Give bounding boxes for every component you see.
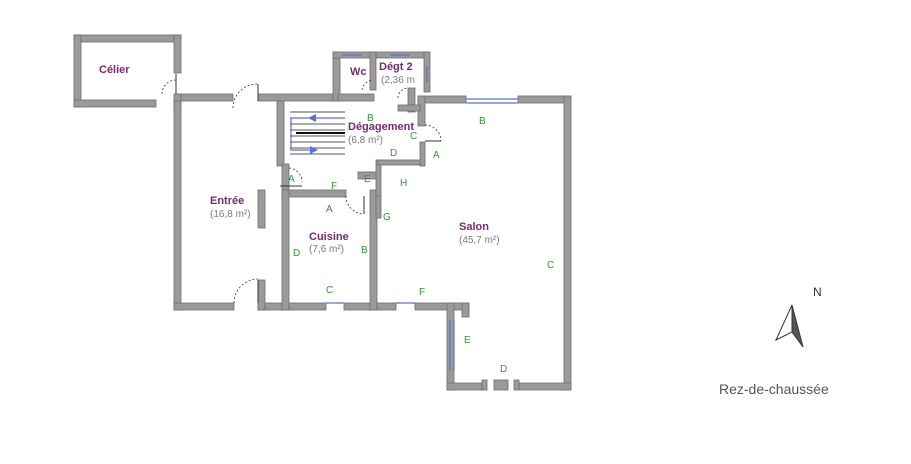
wall bbox=[73, 99, 157, 108]
wall bbox=[257, 302, 327, 311]
wall-label: C bbox=[410, 131, 417, 142]
wall bbox=[257, 189, 266, 229]
wall-label: G bbox=[383, 212, 391, 223]
wall bbox=[173, 100, 182, 311]
room-area-degagement: (6,8 m²) bbox=[348, 135, 383, 146]
wall bbox=[481, 379, 488, 391]
door-swing bbox=[345, 195, 365, 215]
wall bbox=[73, 34, 82, 108]
wall bbox=[407, 87, 416, 113]
wall-label: H bbox=[400, 178, 407, 189]
north-label: N bbox=[813, 285, 822, 299]
wall bbox=[369, 51, 377, 91]
doors bbox=[161, 74, 442, 304]
room-area-cuisine: (7,6 m²) bbox=[309, 244, 344, 255]
room-name-degagement: Dégagement bbox=[348, 121, 414, 133]
room-labels: Célier Wc Dégt 2 (2,36 m Dégagement (6,8… bbox=[99, 61, 500, 255]
door-swing bbox=[288, 167, 303, 183]
door-swing bbox=[397, 87, 409, 99]
wall-label: D bbox=[500, 364, 507, 375]
door-swing bbox=[161, 79, 177, 95]
door-swing bbox=[361, 79, 373, 91]
door-swing bbox=[424, 124, 442, 142]
room-name-salon: Salon bbox=[459, 221, 489, 233]
arrow-right-icon bbox=[310, 146, 318, 154]
wall bbox=[257, 279, 266, 311]
wall-label: A bbox=[288, 174, 295, 185]
wall-label: D bbox=[293, 248, 300, 259]
wall bbox=[513, 379, 520, 391]
wall bbox=[375, 192, 382, 219]
wall-label: B bbox=[361, 245, 368, 256]
wall bbox=[369, 189, 378, 311]
wall bbox=[493, 379, 509, 391]
wall bbox=[73, 34, 182, 43]
wall-label: A bbox=[326, 204, 333, 215]
wall-label: E bbox=[464, 335, 471, 346]
floor-caption: Rez-de-chaussée bbox=[719, 381, 829, 397]
wall bbox=[377, 159, 424, 166]
room-name-celier: Célier bbox=[99, 64, 130, 76]
wall bbox=[177, 93, 234, 102]
stair-arrow-path bbox=[290, 117, 345, 151]
wall bbox=[563, 95, 572, 391]
wall bbox=[257, 93, 339, 102]
room-name-wc: Wc bbox=[350, 66, 367, 78]
wall-label: D bbox=[390, 148, 397, 159]
room-area-salon: (45,7 m²) bbox=[459, 235, 500, 246]
wall-label: C bbox=[326, 285, 333, 296]
wall-label: C bbox=[547, 260, 554, 271]
walls bbox=[73, 34, 572, 391]
room-area-entree: (16,8 m²) bbox=[210, 209, 251, 220]
wall bbox=[518, 382, 572, 391]
wall-label: A bbox=[433, 150, 440, 161]
room-name-entree: Entrée bbox=[210, 195, 244, 207]
wall bbox=[281, 189, 290, 311]
wall-label: B bbox=[367, 113, 374, 124]
wall bbox=[397, 104, 421, 112]
arrow-left-icon bbox=[308, 114, 316, 122]
wall-label: F bbox=[331, 181, 337, 192]
door-swing bbox=[232, 83, 258, 109]
wall-label: B bbox=[479, 116, 486, 127]
room-area-degt2: (2,36 m bbox=[381, 75, 415, 86]
wall bbox=[173, 302, 235, 311]
room-name-degt2: Dégt 2 bbox=[379, 61, 413, 73]
wall bbox=[517, 95, 572, 104]
wall bbox=[337, 93, 375, 102]
windows bbox=[326, 54, 518, 370]
wall bbox=[276, 100, 285, 167]
staircase bbox=[290, 111, 345, 155]
wall bbox=[414, 302, 470, 311]
north-arrow-right-half bbox=[791, 304, 804, 348]
wall bbox=[173, 34, 182, 74]
wall-label: F bbox=[419, 287, 425, 298]
wall-labels: B C D A E F A A B C D B H G C F E D bbox=[288, 113, 554, 375]
room-name-cuisine: Cuisine bbox=[309, 231, 349, 243]
wall-label: E bbox=[364, 174, 371, 185]
wall bbox=[446, 382, 483, 391]
north-arrow-icon bbox=[774, 304, 804, 348]
wall bbox=[419, 141, 426, 167]
wall bbox=[461, 302, 470, 318]
north-arrow-left-half bbox=[774, 304, 793, 342]
wall bbox=[281, 163, 290, 191]
door-swing bbox=[233, 278, 259, 304]
